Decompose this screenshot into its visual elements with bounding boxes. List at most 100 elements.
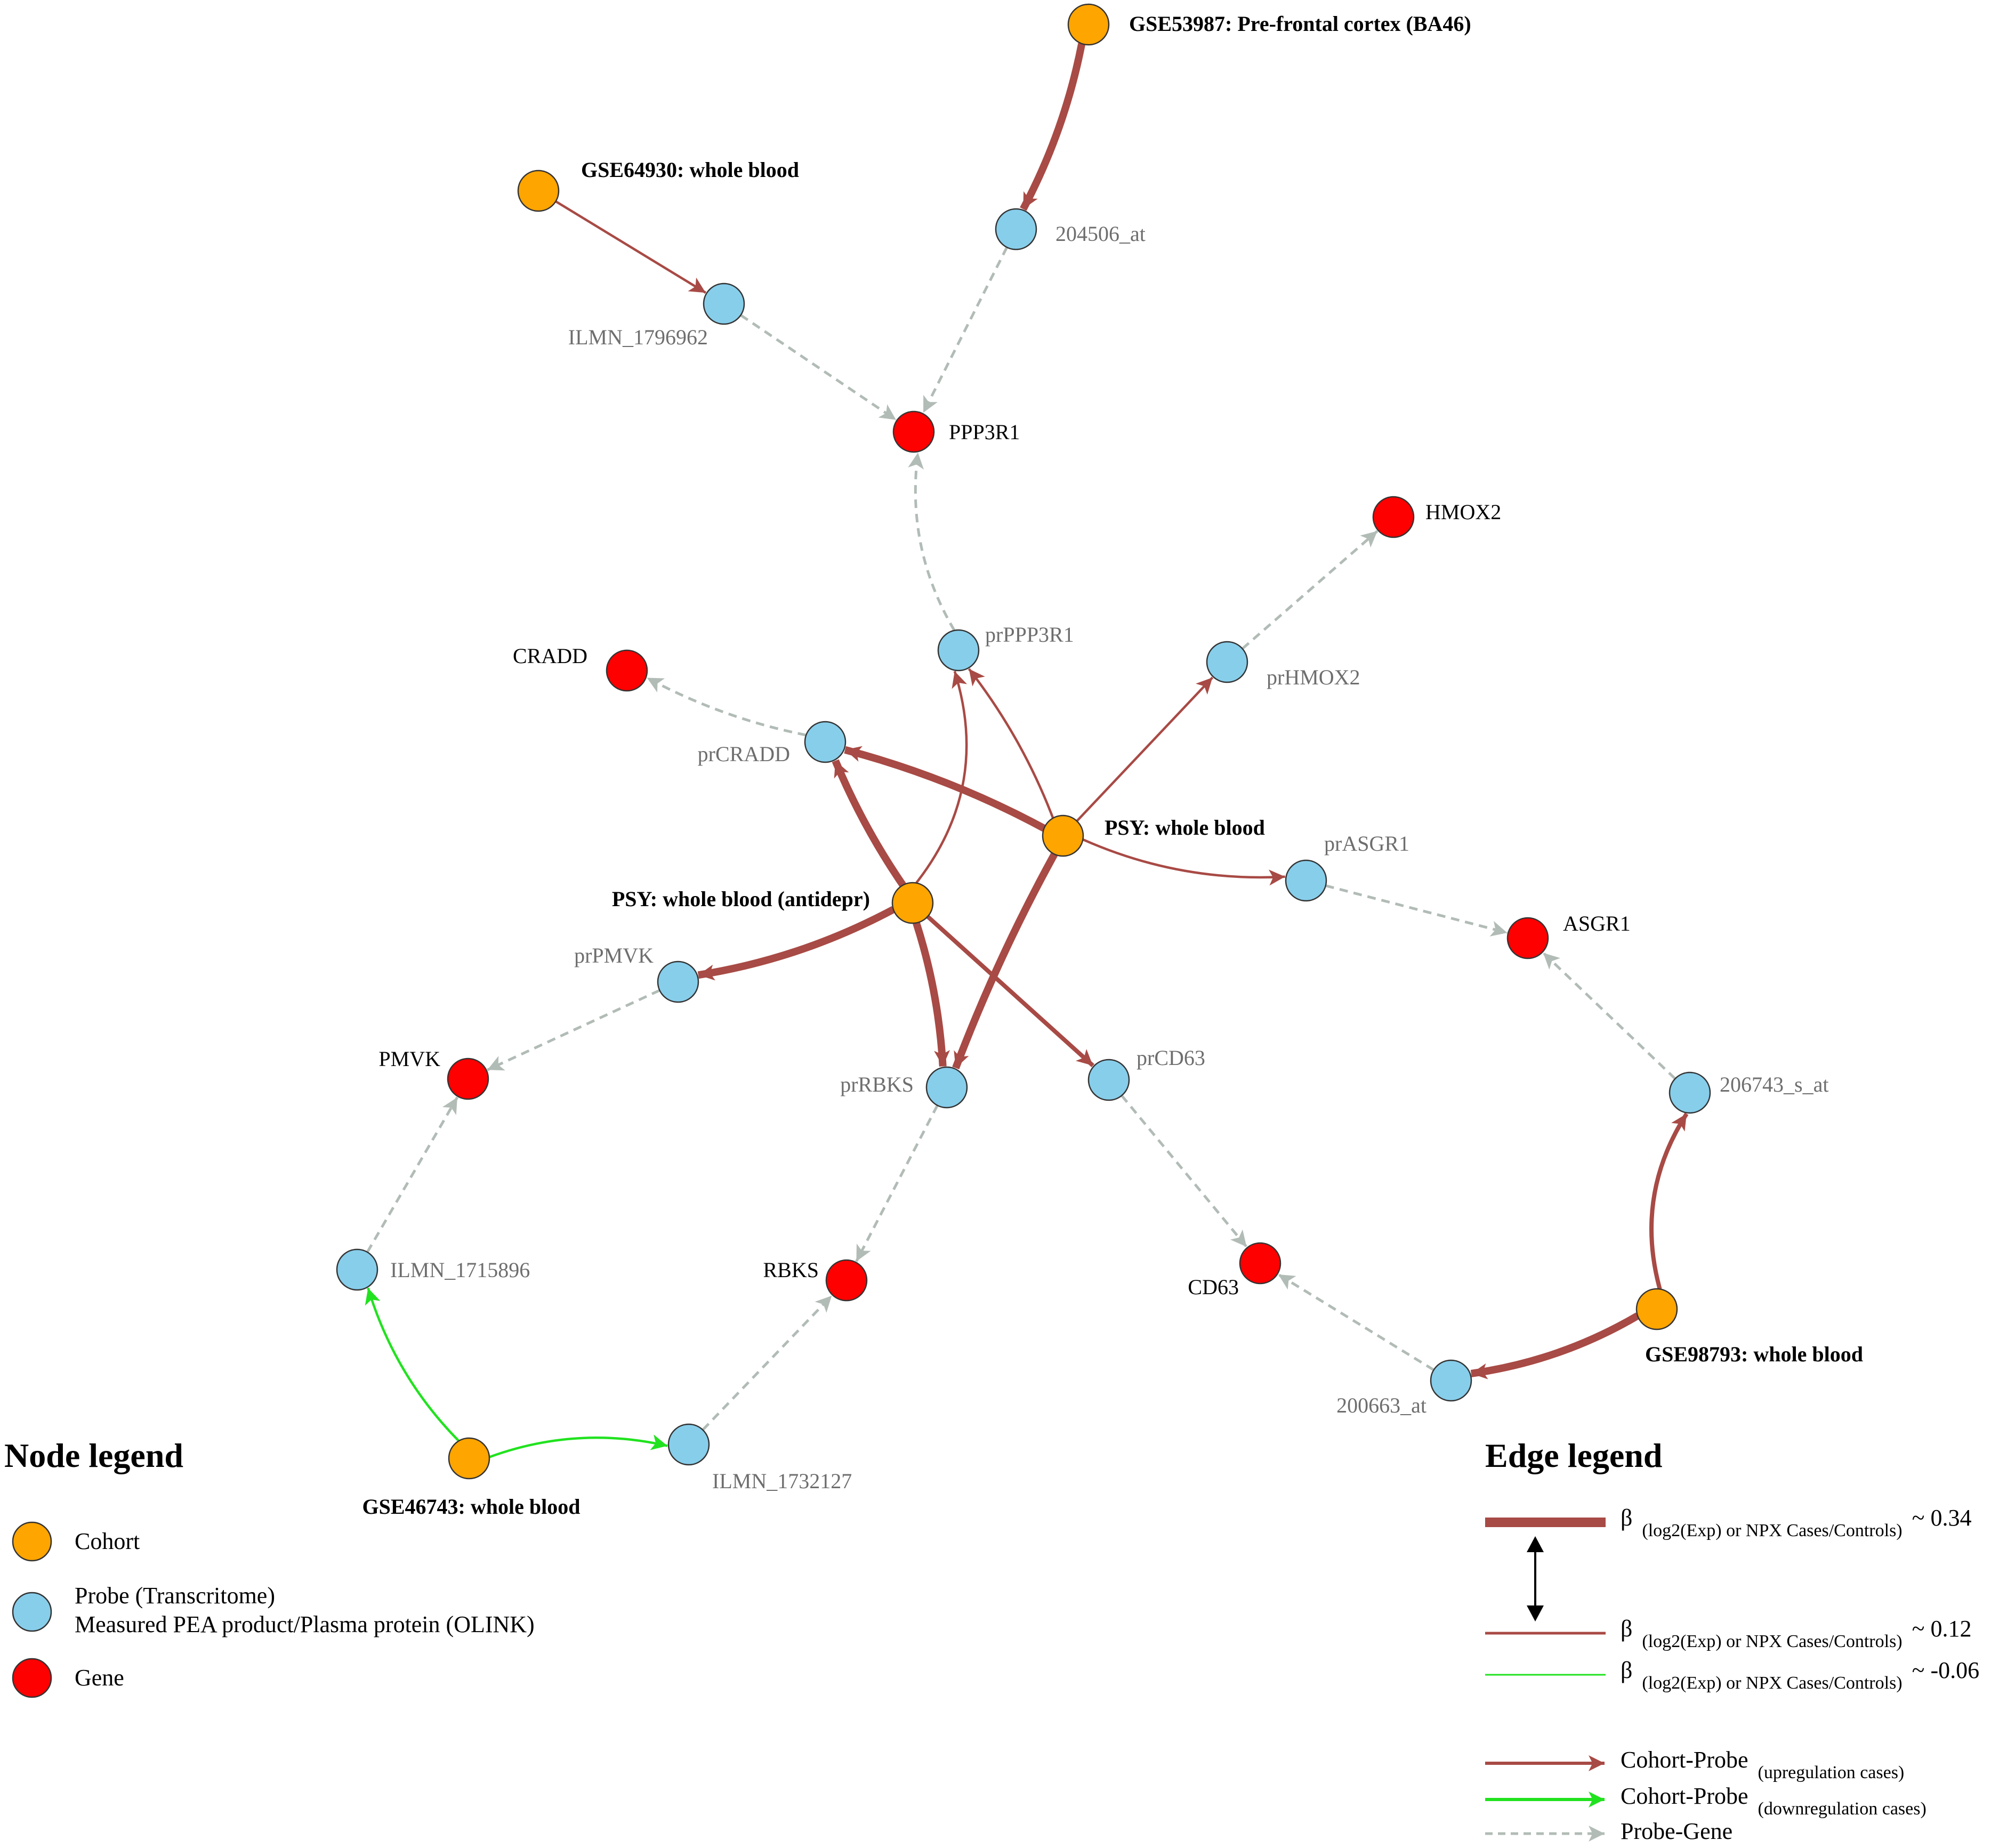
- legend-beta-row-1: β (log2(Exp) or NPX Cases/Controls) ~ 0.…: [1621, 1505, 1971, 1540]
- nodes-layer: [336, 3, 1711, 1480]
- probe-node-prcradd: [804, 721, 847, 763]
- probe-node-ilmn1715896: [336, 1248, 378, 1291]
- legend-beta-row-3: β (log2(Exp) or NPX Cases/Controls) ~ -0…: [1621, 1657, 1979, 1693]
- edge-psyad-to-prppp3r1: [915, 671, 968, 884]
- probe-label-prpmvk: prPMVK: [574, 943, 654, 967]
- edge-legend-title: Edge legend: [1485, 1437, 1662, 1474]
- edge-psyad-to-prpmvk: [697, 906, 896, 981]
- legend-gene-swatch: [12, 1658, 52, 1698]
- edge-psyad-to-prrbks: [913, 922, 950, 1067]
- beta-value: ~ 0.34: [1912, 1505, 1972, 1531]
- probe-node-prrbks: [925, 1066, 968, 1109]
- edge-prrbks-to-rbks: [855, 1104, 939, 1262]
- probe-label-p206743: 206743_s_at: [1720, 1072, 1828, 1096]
- edge-prppp3r1-to-ppp3r1: [908, 452, 956, 632]
- legend-beta-row-2: β (log2(Exp) or NPX Cases/Controls) ~ 0.…: [1621, 1616, 1971, 1651]
- edge-psy-to-prhmox2: [1076, 676, 1214, 822]
- edge-psy-to-prrbks: [952, 852, 1058, 1070]
- edge-gse46743-to-ilmn1715896: [365, 1287, 460, 1442]
- beta-subscript: (log2(Exp) or NPX Cases/Controls): [1642, 1632, 1902, 1651]
- gene-label-hmox2: HMOX2: [1425, 500, 1501, 524]
- edge-prcradd-to-cradd: [646, 676, 807, 737]
- beta-symbol: β: [1621, 1505, 1632, 1531]
- edge-psyad-to-prcd63: [926, 915, 1094, 1068]
- gene-node-hmox2: [1372, 496, 1415, 538]
- node-legend-title: Node legend: [4, 1437, 183, 1474]
- legend-probe-gene-label: Probe-Gene: [1621, 1818, 1732, 1844]
- cohort-node-psy: [1042, 814, 1084, 857]
- edge-psy-to-prppp3r1: [968, 668, 1054, 819]
- legend-probe-label-1: Probe (Transcritome): [75, 1583, 275, 1609]
- edge-psy-to-prcradd: [844, 746, 1046, 832]
- beta-symbol: β: [1621, 1657, 1632, 1683]
- edge-prhmox2-to-hmox2: [1241, 530, 1379, 650]
- node-legend: Node legend Cohort Probe (Transcritome) …: [4, 1437, 535, 1698]
- cohort-label-gse53987: GSE53987: Pre-frontal cortex (BA46): [1129, 12, 1471, 36]
- edge-p204506-to-ppp3r1: [922, 246, 1009, 414]
- gene-node-pmvk: [447, 1058, 489, 1100]
- cohort-label-psyad: PSY: whole blood (antidepr): [612, 887, 870, 911]
- probe-label-prcradd: prCRADD: [698, 742, 790, 766]
- probe-label-ilmn1796962: ILMN_1796962: [568, 325, 708, 349]
- probe-label-ilmn1715896: ILMN_1715896: [390, 1258, 530, 1282]
- cohort-node-gse98793: [1635, 1288, 1678, 1330]
- edges-layer: [365, 43, 1689, 1458]
- edge-gse98793-to-p206743: [1649, 1112, 1689, 1290]
- beta-value: ~ -0.06: [1912, 1657, 1979, 1683]
- labels-layer: GSE53987: Pre-frontal cortex (BA46) GSE64…: [362, 12, 1863, 1519]
- gene-label-pmvk: PMVK: [378, 1047, 440, 1071]
- probe-node-prcd63: [1087, 1059, 1130, 1101]
- gene-label-cd63: CD63: [1188, 1275, 1239, 1299]
- cohort-label-gse98793: GSE98793: whole blood: [1645, 1342, 1863, 1366]
- gene-node-asgr1: [1506, 917, 1549, 959]
- legend-gene-label: Gene: [75, 1665, 124, 1691]
- cohort-node-gse64930: [517, 170, 560, 212]
- edge-ilmn1796962-to-ppp3r1: [740, 314, 897, 421]
- probe-node-prasgr1: [1285, 859, 1327, 902]
- beta-value: ~ 0.12: [1912, 1616, 1972, 1642]
- legend-cohort-swatch: [12, 1521, 52, 1562]
- probe-label-prasgr1: prASGR1: [1324, 832, 1409, 856]
- edge-gse53987-to-p204506: [1020, 43, 1086, 211]
- probe-node-prppp3r1: [937, 629, 980, 672]
- cohort-label-psy: PSY: whole blood: [1105, 816, 1265, 840]
- edge-gse64930-to-ilmn1796962: [555, 200, 707, 294]
- probe-label-prcd63: prCD63: [1137, 1046, 1205, 1070]
- edge-ilmn1732127-to-rbks: [702, 1295, 833, 1431]
- probe-label-ilmn1732127: ILMN_1732127: [712, 1469, 852, 1493]
- gene-label-ppp3r1: PPP3R1: [949, 420, 1020, 444]
- legend-probe-label-2: Measured PEA product/Plasma protein (OLI…: [75, 1611, 535, 1637]
- legend-range-arrow-up: [1527, 1536, 1544, 1552]
- beta-subscript: (log2(Exp) or NPX Cases/Controls): [1642, 1521, 1902, 1540]
- cohort-node-psyad: [891, 882, 934, 924]
- edge-prasgr1-to-asgr1: [1325, 884, 1508, 937]
- probe-node-ilmn1732127: [667, 1423, 710, 1466]
- probe-label-prhmox2: prHMOX2: [1267, 665, 1360, 689]
- gene-node-cradd: [606, 649, 648, 692]
- legend-probe-swatch: [12, 1592, 52, 1632]
- probe-node-p206743: [1669, 1071, 1711, 1114]
- edge-prpmvk-to-pmvk: [487, 989, 660, 1071]
- gene-node-ppp3r1: [892, 410, 935, 453]
- gene-label-asgr1: ASGR1: [1563, 911, 1631, 935]
- beta-subscript: (log2(Exp) or NPX Cases/Controls): [1642, 1673, 1902, 1693]
- probe-node-ilmn1796962: [703, 283, 745, 325]
- edge-psy-to-prasgr1: [1082, 838, 1285, 886]
- beta-symbol: β: [1621, 1616, 1632, 1642]
- cohort-node-gse53987: [1067, 3, 1110, 46]
- edge-p206743-to-asgr1: [1542, 951, 1677, 1080]
- legend-cohort-probe-down: Cohort-Probe (downregulation cases): [1621, 1783, 1927, 1819]
- probe-node-p200663: [1430, 1359, 1472, 1402]
- edge-legend: Edge legend β (log2(Exp) or NPX Cases/Co…: [1485, 1437, 1979, 1844]
- cohort-label-gse46743: GSE46743: whole blood: [362, 1495, 581, 1519]
- edge-p200663-to-cd63: [1277, 1273, 1434, 1371]
- gene-label-rbks: RBKS: [763, 1258, 819, 1282]
- legend-cohort-label: Cohort: [75, 1528, 140, 1554]
- cohort-label-gse64930: GSE64930: whole blood: [581, 158, 799, 182]
- legend-cohort-probe-up: Cohort-Probe (upregulation cases): [1621, 1747, 1904, 1782]
- probe-node-prpmvk: [657, 961, 699, 1003]
- gene-node-rbks: [825, 1259, 868, 1302]
- legend-range-arrow-down: [1527, 1605, 1544, 1621]
- probe-label-p200663: 200663_at: [1336, 1393, 1426, 1417]
